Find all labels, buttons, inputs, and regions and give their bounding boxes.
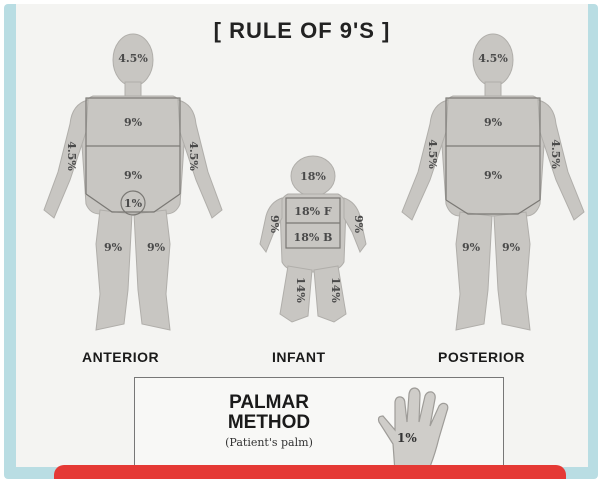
anterior-genital-pct: 1% [124, 197, 143, 210]
anterior-figure [44, 34, 222, 330]
posterior-neck [485, 82, 501, 96]
palmar-title-line1: PALMAR [199, 393, 339, 413]
posterior-left-arm [402, 100, 448, 220]
palmar-percent: 1% [397, 431, 417, 445]
anterior-left-leg-pct: 9% [104, 241, 123, 254]
posterior-upper-back-pct: 9% [484, 116, 503, 129]
palm-icon [373, 384, 465, 474]
anterior-right-arm-pct: 4.5% [187, 141, 200, 171]
anterior-caption: ANTERIOR [82, 349, 159, 365]
diagram-panel: [ RULE OF 9'S ] 4.5% 9% 9% [16, 4, 588, 467]
infant-caption: INFANT [272, 349, 326, 365]
palmar-subtitle: (Patient's palm) [199, 436, 339, 449]
infant-back-pct: 18% B [294, 231, 333, 244]
anterior-left-leg [96, 210, 132, 330]
posterior-torso [440, 96, 546, 216]
anterior-neck [125, 82, 141, 96]
posterior-left-leg [456, 212, 492, 330]
posterior-head-pct: 4.5% [478, 52, 508, 65]
posterior-left-arm-pct: 4.5% [426, 139, 439, 169]
infant-front-pct: 18% F [294, 205, 332, 218]
anterior-left-arm-pct: 4.5% [65, 141, 78, 171]
posterior-lower-back-pct: 9% [484, 169, 503, 182]
posterior-right-arm-pct: 4.5% [549, 139, 562, 169]
posterior-right-leg-pct: 9% [502, 241, 521, 254]
anterior-head-pct: 4.5% [118, 52, 148, 65]
bottom-red-bar [54, 465, 566, 479]
infant-right-arm-pct: 9% [352, 215, 365, 234]
posterior-figure [402, 34, 584, 330]
anterior-right-leg-pct: 9% [147, 241, 166, 254]
palmar-method-box: PALMAR METHOD (Patient's palm) 1% [134, 377, 504, 475]
posterior-left-leg-pct: 9% [462, 241, 481, 254]
infant-right-leg-pct: 14% [329, 277, 342, 303]
palmar-title-line2: METHOD [199, 413, 339, 433]
posterior-right-leg [494, 212, 530, 330]
posterior-caption: POSTERIOR [438, 349, 525, 365]
palmar-title: PALMAR METHOD [199, 393, 339, 433]
anterior-chest-pct: 9% [124, 116, 143, 129]
image-frame: [ RULE OF 9'S ] 4.5% 9% 9% [4, 4, 598, 479]
anterior-abdomen-pct: 9% [124, 169, 143, 182]
infant-head-pct: 18% [300, 170, 326, 183]
infant-left-arm-pct: 9% [268, 215, 281, 234]
anterior-right-leg [134, 210, 170, 330]
infant-left-leg-pct: 14% [294, 277, 307, 303]
